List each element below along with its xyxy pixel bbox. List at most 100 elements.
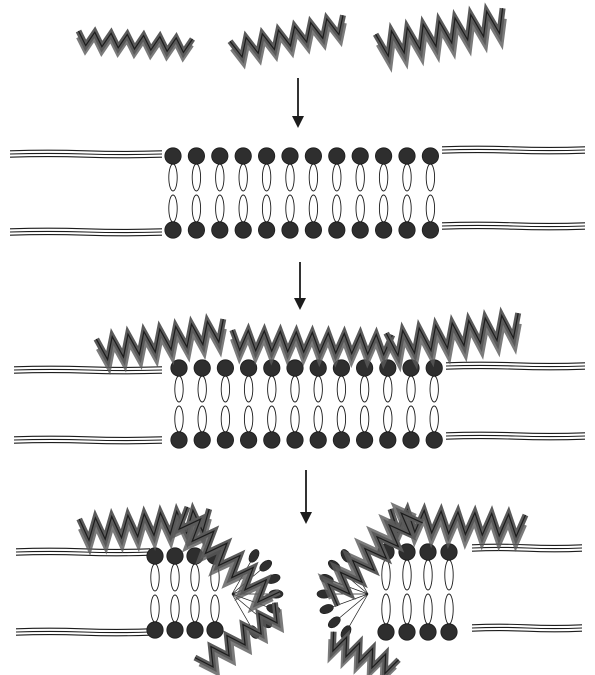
lipid-tail <box>191 595 199 622</box>
peptide-free-3 <box>376 8 505 66</box>
lipid-head <box>258 222 274 238</box>
arrow-3 <box>300 470 312 524</box>
lipid-head <box>399 148 415 164</box>
lipid-head <box>310 432 326 448</box>
lipid-tail <box>192 164 200 191</box>
lipid-head <box>212 148 228 164</box>
lipid-head <box>147 622 163 638</box>
lipid-tail <box>286 164 294 191</box>
lipid <box>403 360 419 448</box>
lipid-head <box>258 558 274 573</box>
lipid <box>375 148 391 238</box>
lipid-tail <box>244 406 252 432</box>
lipid <box>422 148 438 238</box>
lipid-head <box>375 148 391 164</box>
lipid-tail <box>445 560 453 590</box>
lipid-head <box>264 432 280 448</box>
lipid-tail <box>175 406 183 432</box>
lipid <box>282 148 298 238</box>
lipid-tail <box>291 376 299 402</box>
lipid-head <box>356 360 372 376</box>
lipid <box>287 360 303 448</box>
membrane-lower-left <box>16 628 150 636</box>
lipid-head <box>329 148 345 164</box>
lipid-head <box>333 432 349 448</box>
lipid-head <box>194 360 210 376</box>
lipid-head <box>352 222 368 238</box>
membrane-upper-left <box>16 548 150 556</box>
lipid-tail <box>151 564 159 591</box>
peptide-free-1 <box>78 31 193 59</box>
lipid <box>399 544 415 640</box>
lipid-tail <box>426 195 434 222</box>
lipid-tail <box>403 195 411 222</box>
lipid-head <box>188 222 204 238</box>
lipid-tail <box>216 164 224 191</box>
peptide-surface-2 <box>232 330 392 364</box>
lipid <box>264 360 280 448</box>
lipid <box>217 360 233 448</box>
peptide-free-2 <box>230 15 345 65</box>
lipid-head <box>171 432 187 448</box>
membrane-lower-right <box>472 624 582 632</box>
membrane-upper-right <box>442 146 585 154</box>
lipid-tail <box>382 594 390 624</box>
lipid <box>240 360 256 448</box>
lipid-head <box>207 622 223 638</box>
lipid-head <box>422 222 438 238</box>
peptide-pore-bottom-left <box>195 603 282 674</box>
lipid <box>305 148 321 238</box>
lipid-head <box>217 360 233 376</box>
peptide-layer <box>78 8 526 675</box>
lipid <box>426 360 442 448</box>
lipid-head <box>378 624 394 640</box>
lipid-tail <box>426 164 434 191</box>
lipid <box>356 360 372 448</box>
lipid-tail <box>171 595 179 622</box>
lipid-head <box>235 222 251 238</box>
lipid-head <box>403 432 419 448</box>
lipid-head <box>326 615 342 630</box>
lipid-head <box>329 222 345 238</box>
lipid-tail <box>221 376 229 402</box>
lipid-head <box>305 148 321 164</box>
lipid <box>165 148 181 238</box>
lipid-head <box>165 148 181 164</box>
lipid-tail <box>169 195 177 222</box>
lipid-head <box>217 432 233 448</box>
lipid-head <box>212 222 228 238</box>
lipid-head <box>305 222 321 238</box>
lipid-head <box>235 148 251 164</box>
lipid-tail <box>286 195 294 222</box>
membrane-lines-layer <box>10 146 585 636</box>
lipid-tail <box>430 376 438 402</box>
lipid-head <box>188 148 204 164</box>
lipid-head <box>352 148 368 164</box>
lipid-tail <box>309 195 317 222</box>
lipid-head <box>187 622 203 638</box>
lipid-tail <box>262 164 270 191</box>
lipid-tail <box>445 594 453 624</box>
lipid-tail <box>403 164 411 191</box>
lipid-head <box>258 148 274 164</box>
lipid-tail <box>198 406 206 432</box>
lipid-tail <box>424 594 432 624</box>
lipid <box>329 148 345 238</box>
lipid-tail <box>169 164 177 191</box>
lipid-tail <box>337 376 345 402</box>
lipid-tail <box>382 560 390 590</box>
lipid <box>147 548 163 638</box>
lipid-tail <box>403 594 411 624</box>
lipid <box>352 148 368 238</box>
membrane-lower-left <box>14 436 162 444</box>
lipid-tail <box>175 376 183 402</box>
lipid-tail <box>384 406 392 432</box>
lipid-tail <box>221 406 229 432</box>
lipid-tail <box>333 164 341 191</box>
lipid-tail <box>191 564 199 591</box>
lipid-tail <box>192 195 200 222</box>
membrane-lower-right <box>442 222 585 230</box>
membrane-upper-left <box>14 366 162 374</box>
lipid-head <box>375 222 391 238</box>
